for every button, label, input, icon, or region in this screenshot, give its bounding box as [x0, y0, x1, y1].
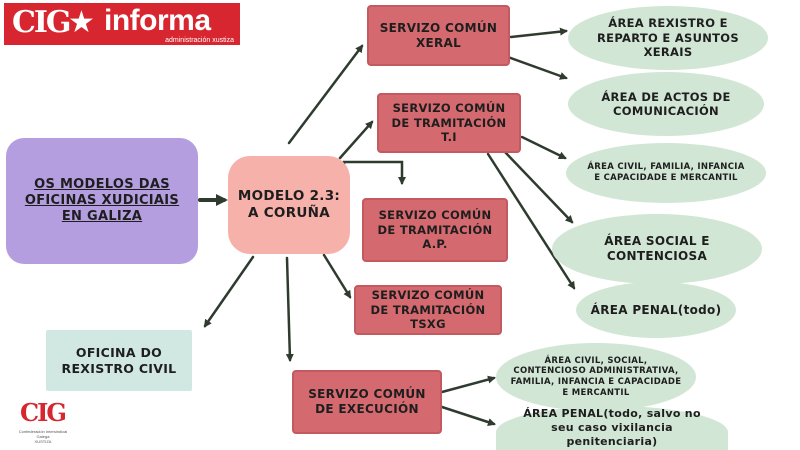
node-servizo-comun-xeral: SERVIZO COMÚN XERAL: [367, 5, 510, 66]
arrow-ti-penal: [486, 152, 576, 290]
arrow-ti-social: [503, 150, 574, 224]
arrow-modelo-ap: [342, 160, 406, 185]
arrow-exec-penal: [440, 405, 496, 426]
arrow-ti-civil: [520, 135, 567, 160]
arrow-modelo-xeral: [287, 44, 364, 145]
arrow-exec-civil: [440, 375, 496, 394]
logo-bottom-mark: CIG: [20, 398, 67, 427]
arrow-xeral-rexistro: [509, 27, 568, 39]
arrow-modelo-tsxg: [322, 253, 352, 299]
star-icon: ★: [68, 5, 95, 40]
arrow-modelo-rexistro: [203, 255, 255, 328]
arrow-modelo-exec: [285, 256, 294, 362]
logo-mark: CIG: [12, 5, 72, 40]
logo-wordmark: informa: [104, 4, 211, 37]
node-servizo-comun-execucion: SERVIZO COMÚN DE EXECUCIÓN: [292, 370, 442, 434]
logo-subtitle: administración xustiza: [165, 37, 234, 44]
logo-bottom-text: Confederación Intersindical Galega XUSTI…: [12, 429, 74, 444]
node-area-penal-execucion: ÁREA PENAL(todo, salvo no seu caso vixil…: [496, 406, 728, 450]
node-os-modelos-oficinas: OS MODELOS DAS OFICINAS XUDICIAIS EN GAL…: [6, 138, 198, 264]
node-servizo-comun-tramitacion-ap: SERVIZO COMÚN DE TRAMITACIÓN A.P.: [362, 198, 508, 262]
node-servizo-comun-tramitacion-ti: SERVIZO COMÚN DE TRAMITACIÓN T.I: [377, 93, 521, 153]
logo-bottom-line1: Confederación Intersindical Galega: [18, 429, 68, 439]
node-area-civil-social-execucion: ÁREA CIVIL, SOCIAL, CONTENCIOSO ADMINIST…: [496, 343, 696, 411]
node-modelo-coruna: MODELO 2.3: A CORUÑA: [228, 156, 350, 254]
node-area-rexistro-reparto: ÁREA REXISTRO E REPARTO E ASUNTOS XERAIS: [568, 6, 768, 70]
cig-xustiza-logo: CIG Confederación Intersindical Galega X…: [12, 398, 74, 448]
node-area-penal-todo: ÁREA PENAL(todo): [576, 282, 736, 338]
arrow-modelo-ti: [338, 120, 374, 160]
node-area-social-contenciosa: ÁREA SOCIAL E CONTENCIOSA: [552, 214, 762, 284]
node-servizo-comun-tramitacion-tsxg: SERVIZO COMÚN DE TRAMITACIÓN TSXG: [354, 285, 502, 335]
node-area-civil-familia-ti: ÁREA CIVIL, FAMILIA, INFANCIA E CAPACIDA…: [566, 143, 766, 203]
arrow-xeral-actos: [506, 55, 568, 80]
node-oficina-rexistro-civil: OFICINA DO REXISTRO CIVIL: [46, 330, 192, 391]
cig-informa-logo: CIG ★ informa administración xustiza: [4, 3, 240, 45]
logo-bottom-line2: XUSTIZA: [34, 438, 52, 444]
node-area-actos-comunicacion: ÁREA DE ACTOS DE COMUNICACIÓN: [568, 72, 764, 136]
